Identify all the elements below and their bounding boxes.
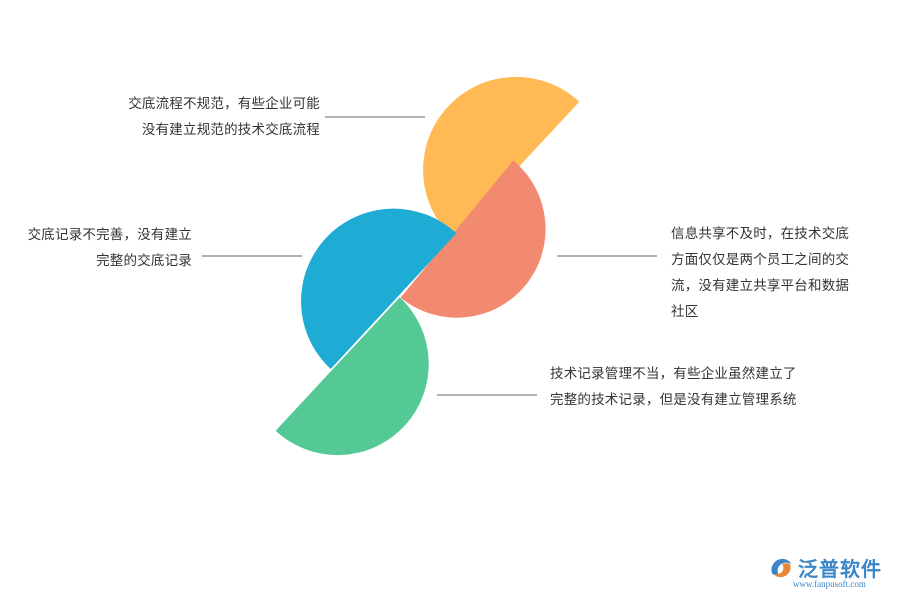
callout-line: 完整的技术记录，但是没有建立管理系统 [550,392,797,408]
callout-right: 信息共享不及时，在技术交底 方面仅仅是两个员工之间的交 流，没有建立共享平台和数… [671,221,871,325]
brand-name: 泛普软件 [798,557,882,581]
segment-right [400,160,546,318]
callout-mid-left: 交底记录不完善，没有建立 完整的交底记录 [0,222,192,274]
fanpu-logo-icon [771,558,791,578]
brand-logo: 泛普软件 www.fanpusoft.com [768,553,894,593]
callout-line: 流，没有建立共享平台和数据 [671,278,850,294]
segment-bottom [275,297,429,456]
callout-bottom-right: 技术记录管理不当，有些企业虽然建立了 完整的技术记录，但是没有建立管理系统 [550,361,840,413]
callout-line: 没有建立规范的技术交底流程 [141,122,320,138]
callout-line: 交底记录不完善，没有建立 [27,227,192,243]
segment-left [301,208,457,369]
callout-line: 技术记录管理不当，有些企业虽然建立了 [550,366,797,382]
segment-top [423,76,580,238]
callout-top-left: 交底流程不规范，有些企业可能 没有建立规范的技术交底流程 [40,91,320,143]
callout-line: 完整的交底记录 [96,253,192,269]
brand-url: www.fanpusoft.com [793,579,866,589]
callout-line: 方面仅仅是两个员工之间的交 [671,252,850,268]
callout-line: 社区 [671,304,699,320]
callout-line: 交底流程不规范，有些企业可能 [128,96,320,112]
callout-line: 信息共享不及时，在技术交底 [671,226,850,242]
